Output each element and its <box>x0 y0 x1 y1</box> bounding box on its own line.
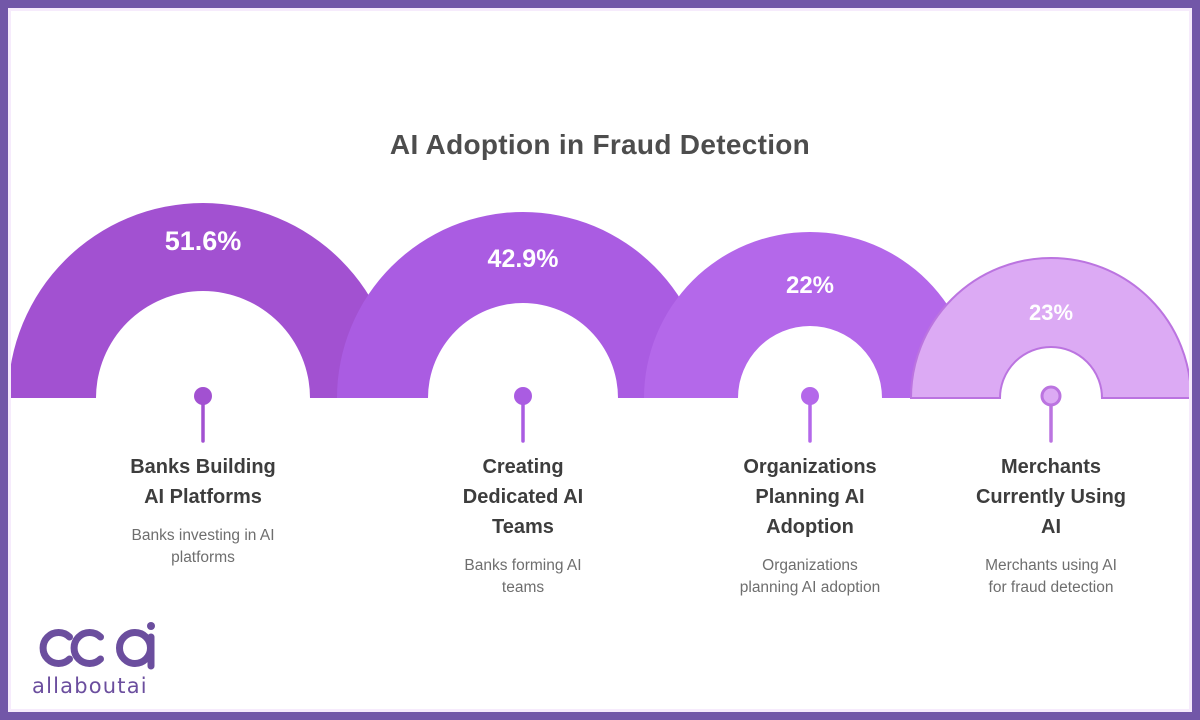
gauge-arc-merchants-using <box>909 257 1193 399</box>
gauge-value-dedicated-teams: 42.9% <box>488 245 559 273</box>
gauge-label-dedicated-teams: Creating Dedicated AI Teams Banks formin… <box>403 452 643 599</box>
logo-i-dot-icon <box>147 622 155 630</box>
gauge-label-banks-building: Banks Building AI Platforms Banks invest… <box>83 452 323 569</box>
gauge-label-title: Banks Building AI Platforms <box>130 456 276 508</box>
gauge-label-title: Organizations Planning AI Adoption <box>743 456 877 538</box>
gauge-label-subtitle: Banks investing in AI platforms <box>131 527 275 566</box>
gauge-label-planning-adoption: Organizations Planning AI Adoption Organ… <box>690 452 930 599</box>
gauge-arc-planning-adoption <box>644 232 976 398</box>
lollipop-dot-1 <box>194 387 212 405</box>
brand-wordmark: allaboutai <box>32 674 148 698</box>
allaboutai-logo-icon <box>39 629 155 670</box>
gauge-arc-dedicated-teams <box>337 212 709 398</box>
gauge-label-subtitle: Organizations planning AI adoption <box>739 557 881 596</box>
gauge-value-merchants-using: 23% <box>1029 300 1073 325</box>
gauge-arc-banks-building <box>8 203 398 398</box>
page-title: AI Adoption in Fraud Detection <box>389 128 811 160</box>
gauge-label-subtitle: Banks forming AI teams <box>464 557 582 596</box>
lollipop-dot-2 <box>514 387 532 405</box>
allaboutai-logo: allaboutai <box>32 622 155 698</box>
gauge-label-merchants-using: Merchants Currently Using AI Merchants u… <box>931 452 1171 599</box>
gauge-value-planning-adoption: 22% <box>786 272 834 299</box>
lollipop-dot-3 <box>801 387 819 405</box>
gauge-label-title: Merchants Currently Using AI <box>975 456 1127 538</box>
gauge-label-title: Creating Dedicated AI Teams <box>462 456 584 538</box>
gauge-value-banks-building: 51.6% <box>165 226 242 256</box>
lollipop-dot-4 <box>1040 385 1062 407</box>
gauge-label-subtitle: Merchants using AI for fraud detection <box>985 557 1117 596</box>
